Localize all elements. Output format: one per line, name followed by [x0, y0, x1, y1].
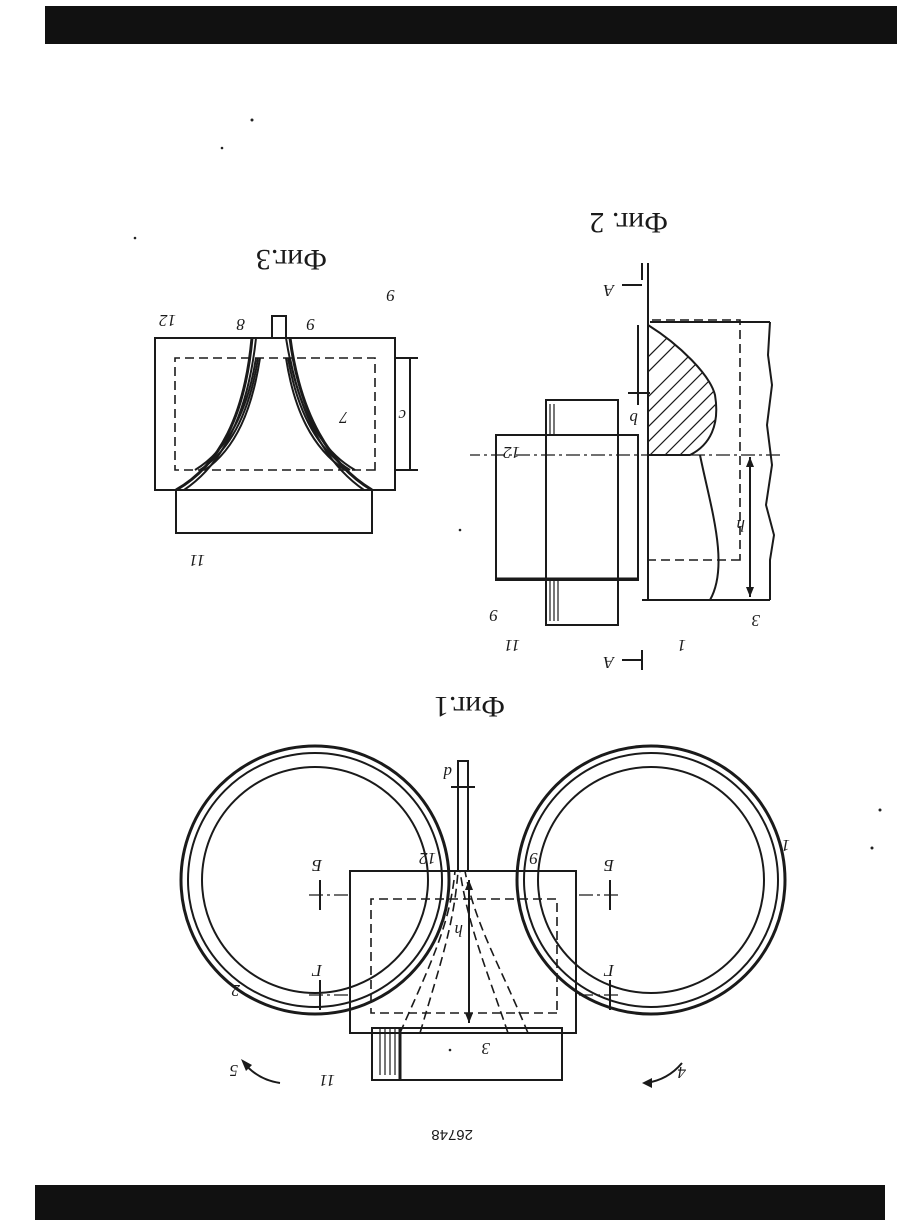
fig2-label-9: 9: [489, 606, 498, 625]
figure-2: 1 3 9 11 12 h b A A Фиг. 2: [470, 206, 780, 672]
fig3-label-c: c: [398, 406, 406, 425]
fig1-label-3: 3: [482, 1039, 492, 1058]
fig1-label-2: 2: [231, 981, 240, 1000]
rotated-drawing: 1 2 3 4 5 9 11 12 d h Г Г Б Б Фиг.1: [155, 206, 790, 1143]
fig2-caption: Фиг. 2: [589, 206, 668, 239]
top-scan-bar: [45, 6, 897, 44]
fig1-label-b2: Б: [312, 856, 323, 875]
fig2-label-1: 1: [678, 636, 687, 655]
fig2-label-a2: A: [603, 653, 615, 672]
hatched-section: [648, 325, 716, 455]
fig1-label-h: h: [455, 921, 464, 940]
page-number: 26748: [431, 1126, 473, 1143]
fig3-label-7: 7: [338, 408, 348, 427]
fig1-label-g1: Г: [603, 961, 615, 980]
fig2-label-a1: A: [603, 281, 615, 300]
fig2-label-b: b: [630, 409, 639, 428]
fig1-label-9: 9: [529, 849, 538, 868]
fig3-label-9a: 9: [306, 315, 315, 334]
fig1-label-5: 5: [230, 1061, 239, 1080]
bottom-scan-bar: [35, 1185, 885, 1220]
figure-1: 1 2 3 4 5 9 11 12 d h Г Г Б Б Фиг.1: [181, 690, 790, 1090]
fig2-label-11: 11: [504, 636, 520, 655]
block-12: [350, 871, 576, 1033]
fig2-label-h: h: [737, 516, 746, 535]
fig1-label-11: 11: [319, 1071, 335, 1090]
fig1-label-12: 12: [419, 849, 437, 868]
fig1-label-d: d: [443, 763, 452, 782]
fig3-label-8: 8: [236, 315, 245, 334]
fig3-label-11: 11: [189, 551, 205, 570]
fig2-label-12: 12: [503, 443, 521, 462]
fig3-strip-out: [272, 316, 286, 338]
fig3-label-12: 12: [159, 311, 177, 330]
fig1-label-1: 1: [782, 836, 791, 855]
fig1-label-g2: Г: [311, 961, 323, 980]
figure-3: 7 8 9 9 11 12 c Фиг.3: [155, 243, 418, 570]
fig1-label-4: 4: [677, 1063, 686, 1082]
strip-out: [458, 761, 468, 871]
fig2-label-3: 3: [752, 611, 762, 630]
fig1-label-b1: Б: [604, 856, 615, 875]
fig1-caption: Фиг.1: [434, 690, 505, 723]
fig2-block-11: [546, 400, 618, 625]
fig3-caption: Фиг.3: [256, 243, 327, 276]
fig3-label-9b: 9: [386, 286, 395, 305]
fig3-block-11: [176, 490, 372, 533]
fig3-block-12: [155, 338, 395, 490]
